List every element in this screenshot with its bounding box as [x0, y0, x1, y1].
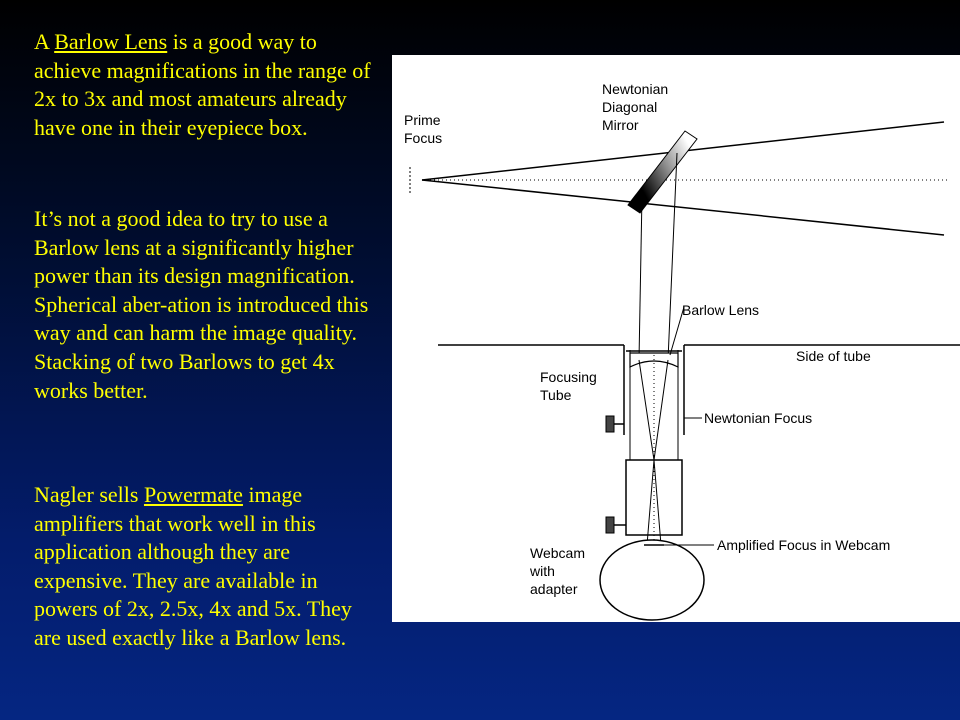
newtonian-focus-label: Newtonian Focus: [704, 410, 812, 426]
barlow-lens-link[interactable]: Barlow Lens: [54, 29, 168, 54]
focuser-knob-upper: [605, 415, 615, 433]
barlow-warning-paragraph: It’s not a good idea to try to use a Bar…: [34, 206, 369, 403]
amplified-focus-label: Amplified Focus in Webcam: [717, 537, 890, 553]
barlow-lens-label: Barlow Lens: [682, 302, 759, 318]
powermate-link[interactable]: Powermate: [143, 482, 243, 507]
prime-focus-label: Prime Focus: [404, 112, 444, 146]
reflected-ray-left: [638, 194, 643, 361]
webcam-adapter-tube: [625, 459, 683, 536]
diagonal-mirror: [627, 130, 698, 214]
focuser-knob-lower: [605, 516, 615, 534]
barlow-leader: [669, 306, 685, 356]
webcam-label: Webcam with adapter: [529, 545, 589, 597]
incoming-ray-lower: [421, 179, 945, 236]
powermate-post: image amplifiers that work well in this …: [34, 482, 352, 650]
focusing-tube-label: Focusing Tube: [540, 369, 601, 403]
side-of-tube-label: Side of tube: [796, 348, 871, 364]
optical-diagram: Prime Focus Newtonian Diagonal Mirror Ba…: [392, 55, 960, 622]
ray-diverge-right: [653, 459, 662, 546]
powermate-pre: Nagler sells: [34, 482, 144, 507]
reflected-ray-right: [667, 152, 678, 361]
optical-diagram-svg: Prime Focus Newtonian Diagonal Mirror Ba…: [404, 81, 960, 621]
barlow-intro-post: is a good way to achieve magnifications …: [34, 29, 371, 140]
powermate-paragraph: Nagler sells Powermate image amplifiers …: [34, 481, 379, 653]
diagonal-mirror-label: Newtonian Diagonal Mirror: [602, 81, 672, 133]
ray-to-focus-right: [653, 359, 669, 461]
webcam-body: [599, 539, 705, 621]
ray-diverge-left: [646, 459, 655, 546]
ray-to-focus-left: [638, 359, 655, 461]
barlow-intro-pre: A: [34, 29, 55, 54]
barlow-intro-paragraph: A Barlow Lens is a good way to achieve m…: [34, 28, 379, 142]
